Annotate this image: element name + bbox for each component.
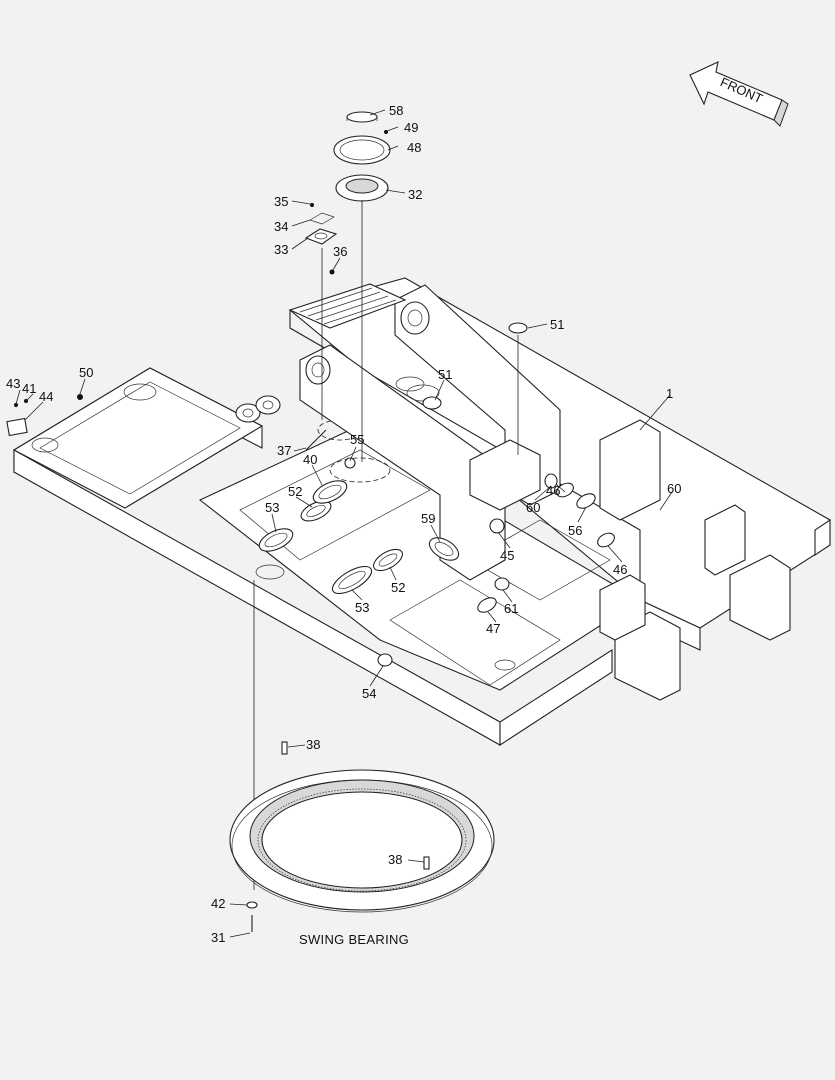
callout-54: 54	[362, 686, 376, 701]
callout-labels: 58 49 48 32 35 34 33 36 51 1 51 50 43 41…	[6, 103, 681, 945]
callout-35: 35	[274, 194, 288, 209]
callout-61: 61	[504, 601, 518, 616]
swing-bearing	[229, 741, 495, 932]
callout-51-top: 51	[550, 317, 564, 332]
callout-60-right: 60	[667, 481, 681, 496]
callout-40: 40	[303, 452, 317, 467]
callout-41: 41	[22, 381, 36, 396]
callout-46-mid: 46	[546, 483, 560, 498]
callout-48: 48	[407, 140, 421, 155]
callout-36: 36	[333, 244, 347, 259]
callout-58: 58	[389, 103, 403, 118]
callout-52-left: 52	[288, 484, 302, 499]
callout-31: 31	[211, 930, 225, 945]
upper-frame-weldment	[12, 277, 831, 747]
grommets	[258, 322, 615, 667]
callout-46-right: 46	[613, 562, 627, 577]
callout-37: 37	[277, 443, 291, 458]
callout-55: 55	[350, 432, 364, 447]
leader-lines	[15, 109, 673, 938]
callout-42: 42	[211, 896, 225, 911]
left-small-parts	[6, 394, 83, 437]
callout-56: 56	[568, 523, 582, 538]
callout-50: 50	[79, 365, 93, 380]
callout-32: 32	[408, 187, 422, 202]
callout-44: 44	[39, 389, 53, 404]
callout-43: 43	[6, 376, 20, 391]
callout-47: 47	[486, 621, 500, 636]
callout-53-left: 53	[265, 500, 279, 515]
callout-34: 34	[274, 219, 288, 234]
callout-60-mid: 60	[526, 500, 540, 515]
callout-52-right: 52	[391, 580, 405, 595]
callout-45: 45	[500, 548, 514, 563]
swing-bearing-caption: SWING BEARING	[299, 932, 409, 947]
front-direction-arrow: FRONT	[689, 61, 789, 127]
callout-59: 59	[421, 511, 435, 526]
callout-1: 1	[666, 386, 673, 401]
callout-49: 49	[404, 120, 418, 135]
callout-53-right: 53	[355, 600, 369, 615]
exploded-top-parts	[253, 111, 519, 890]
callout-38-top: 38	[306, 737, 320, 752]
callout-51-mid: 51	[438, 367, 452, 382]
callout-33: 33	[274, 242, 288, 257]
callout-38-inner: 38	[388, 852, 402, 867]
